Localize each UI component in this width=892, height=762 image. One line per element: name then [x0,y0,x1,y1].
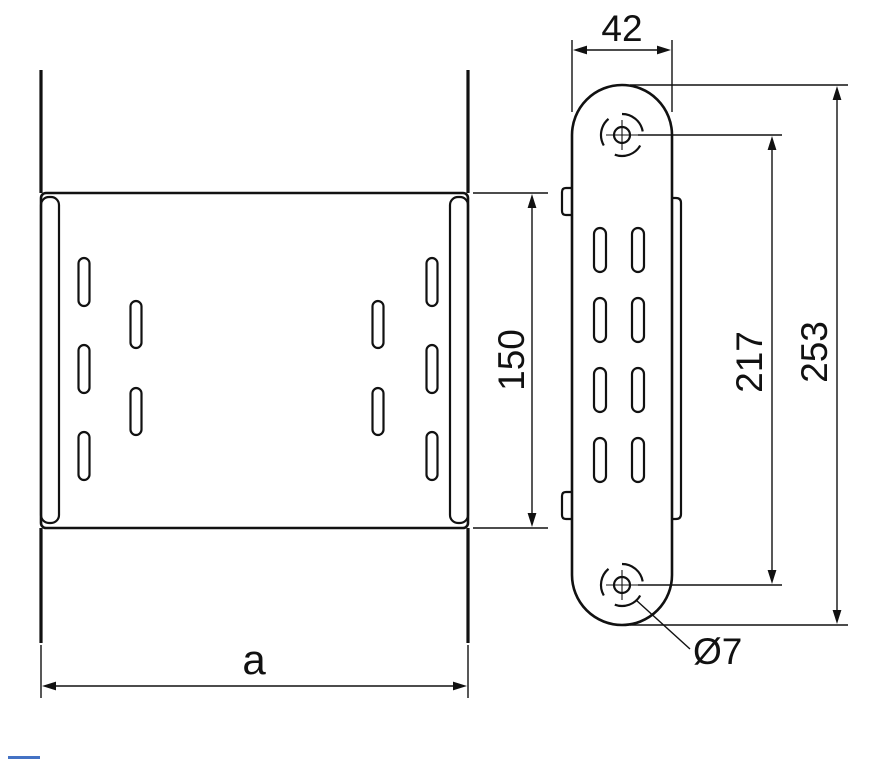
dimension-253: 253 [630,84,848,626]
slot [425,256,439,308]
slot [77,256,91,308]
bottom-knockout [599,562,644,608]
rail-hook-left-bottom [560,490,572,521]
top-knockout [599,112,644,158]
slot [630,366,646,414]
slot [592,366,608,414]
knockout-arc [599,118,610,147]
slot [77,343,91,395]
arrowhead [573,45,587,55]
rail-hook-left-top [560,186,572,217]
dim-42-label: 42 [601,8,642,49]
arrowhead [42,681,56,691]
arrowhead [527,194,537,208]
dim-150-label: 150 [491,329,532,391]
arrowhead [657,45,671,55]
front-view: 150 a [39,70,548,698]
slot [371,299,385,350]
strap-outline [570,83,674,627]
mounting-slots-front [77,256,439,482]
knockout-arc [614,144,642,158]
slot [630,296,646,344]
dimension-a: a [40,636,469,698]
arrowhead [767,136,777,150]
tray-body-outline [39,191,470,530]
slot [630,226,646,274]
knockout-arc [599,568,610,597]
mounting-slots-side [592,226,646,484]
slot [371,386,385,437]
dim-a-label: a [242,636,266,683]
tray-edge-fold-right [448,195,470,525]
rail-profile-right [672,196,683,521]
hole [612,575,632,595]
tray-edge-fold-left [39,195,61,525]
hole-diameter-callout: Ø7 [635,599,742,672]
tray-rails [39,70,470,643]
dimension-150: 150 [473,192,548,529]
dimension-217: 217 [638,134,782,586]
slot [592,436,608,484]
hole-diameter-label: Ø7 [693,631,742,672]
arrowhead [832,610,842,624]
corner-mark [8,756,40,759]
dim-217-label: 217 [729,331,770,393]
slot [77,430,91,482]
slot [129,299,143,350]
dim-253-label: 253 [794,321,835,383]
side-view: 42 217 253 Ø7 [560,8,848,672]
slot [425,430,439,482]
slot [592,226,608,274]
arrowhead [832,86,842,100]
arrowhead [767,570,777,584]
slot [425,343,439,395]
arrowhead [527,513,537,527]
slot [129,386,143,437]
leader-line [635,599,691,650]
slot [592,296,608,344]
hole [612,125,632,145]
knockout-arc [614,594,642,608]
dimension-42: 42 [571,8,673,112]
knockout-arc [621,112,644,132]
arrowhead [453,681,467,691]
knockout-arc [621,562,644,582]
slot [630,436,646,484]
